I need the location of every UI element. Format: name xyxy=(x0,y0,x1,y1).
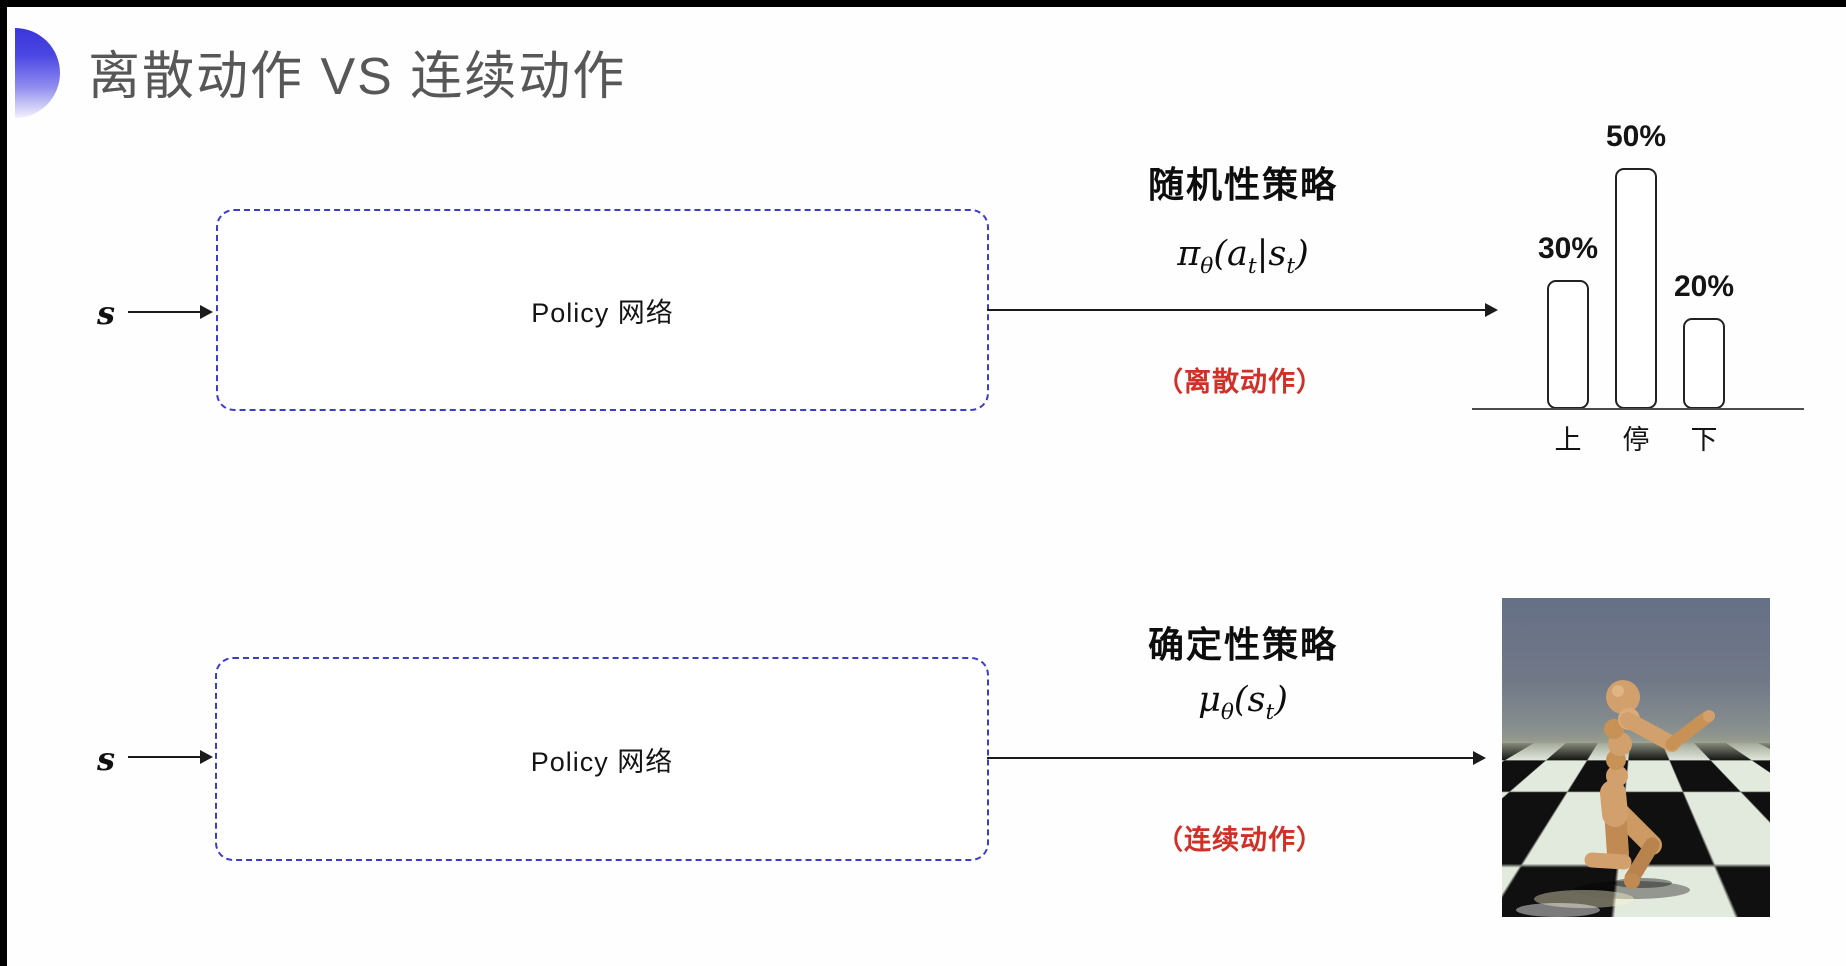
state-input-label-top: s xyxy=(96,294,115,332)
formula-term-subscript: t xyxy=(1247,254,1257,279)
chart-bar xyxy=(1683,318,1725,409)
policy-network-label-bottom: Policy 网络 xyxy=(530,746,674,777)
formula-symbol-subscript: θ xyxy=(1200,254,1214,279)
chart-bars: 30% 50% 20% xyxy=(1472,100,1804,409)
humanoid-robot-image xyxy=(1502,598,1770,917)
stochastic-policy-formula: πθ(at|st) xyxy=(1083,234,1403,279)
bar-category-label: 下 xyxy=(1690,425,1718,455)
page-title: 离散动作 VS 连续动作 xyxy=(88,48,627,106)
horizon-haze xyxy=(1502,741,1770,761)
chart-bar xyxy=(1615,168,1657,409)
bar-value-label: 20% xyxy=(1673,270,1735,303)
formula-symbol: μ xyxy=(1198,680,1221,720)
output-arrow-bottom xyxy=(987,757,1475,759)
formula-symbol: π xyxy=(1177,234,1201,274)
stochastic-policy-title: 随机性策略 xyxy=(1147,164,1338,205)
left-frame-bar xyxy=(0,0,7,966)
input-arrow-top xyxy=(128,311,202,313)
discrete-action-note: （离散动作） xyxy=(1156,367,1324,397)
bar-value-label: 30% xyxy=(1537,232,1599,265)
output-arrow-top xyxy=(987,309,1487,311)
formula-term: |s xyxy=(1256,234,1287,274)
policy-network-box-bottom: Policy 网络 xyxy=(215,657,989,861)
bar-category-label: 上 xyxy=(1554,425,1582,455)
deterministic-policy-formula: μθ(st) xyxy=(1083,680,1403,725)
formula-term: (a xyxy=(1213,234,1248,274)
state-input-label-bottom: s xyxy=(96,740,115,778)
formula-term: (s xyxy=(1233,680,1266,720)
top-frame-bar xyxy=(0,0,1846,7)
policy-network-box-top: Policy 网络 xyxy=(216,209,989,411)
bar-category-label: 停 xyxy=(1622,425,1650,455)
bar-value-label: 50% xyxy=(1605,120,1667,153)
input-arrow-bottom xyxy=(128,756,202,758)
continuous-action-note: （连续动作） xyxy=(1156,825,1324,855)
chart-baseline xyxy=(1472,408,1804,410)
formula-term-subscript: t xyxy=(1265,700,1275,725)
formula-symbol-subscript: θ xyxy=(1220,700,1234,725)
humanoid-robot-figure xyxy=(1516,680,1715,917)
policy-network-label-top: Policy 网络 xyxy=(531,297,674,328)
action-probability-chart: 30% 50% 20% 上 停 下 xyxy=(1472,100,1804,460)
deterministic-policy-title: 确定性策略 xyxy=(1147,624,1338,665)
chart-bar xyxy=(1547,280,1589,409)
formula-term: ) xyxy=(1274,680,1288,720)
formula-term: ) xyxy=(1295,234,1309,274)
blue-semicircle-bullet-icon xyxy=(15,28,60,118)
formula-term-subscript: t xyxy=(1286,254,1296,279)
